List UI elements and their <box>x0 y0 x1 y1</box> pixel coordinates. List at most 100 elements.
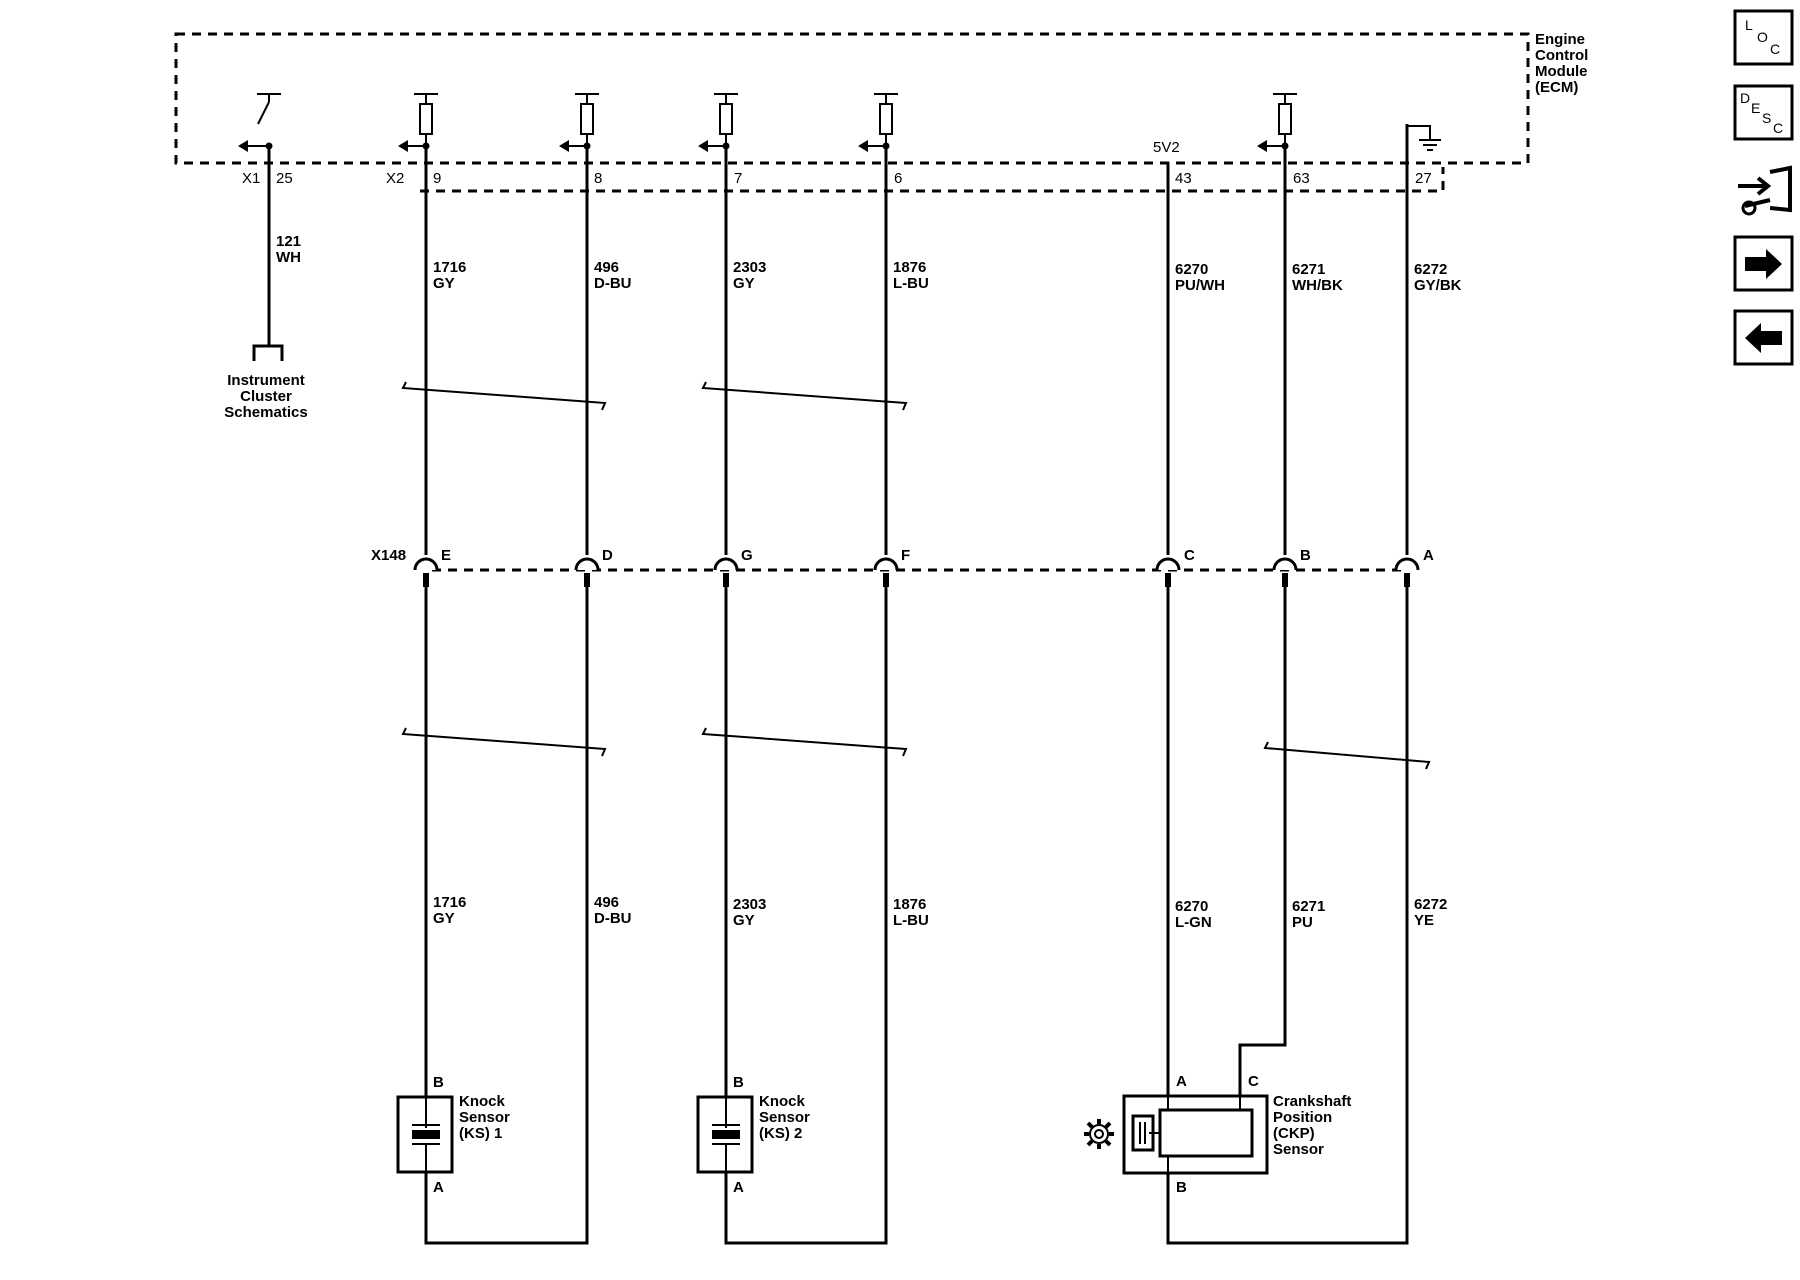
wire-6272-upper-circuit: 6272 <box>1414 261 1447 278</box>
desc-letter-e: E <box>1751 100 1760 116</box>
desc-letter-s: S <box>1762 110 1771 126</box>
pin-8-label: 8 <box>594 170 602 187</box>
x148-pin-a: A <box>1423 547 1434 564</box>
wire-496-upper-circuit: 496 <box>594 259 619 276</box>
ckp-label-line1: Crankshaft <box>1273 1093 1351 1110</box>
wire-1876-upper-circuit: 1876 <box>893 259 926 276</box>
wire-1876-lower-color: L-BU <box>893 912 929 929</box>
loc-letter-o: O <box>1757 29 1768 45</box>
ckp-pin-a: A <box>1176 1073 1187 1090</box>
wire-1876-upper-color: L-BU <box>893 275 929 292</box>
ks2-label-line3: (KS) 2 <box>759 1125 802 1142</box>
twist-marker-ks2-lower <box>701 727 908 757</box>
ks2-pin-a: A <box>733 1179 744 1196</box>
ckp-label-line4: Sensor <box>1273 1141 1324 1158</box>
ecm-pullup-resistor <box>858 93 898 152</box>
x148-pin-g: G <box>741 547 753 564</box>
pin-6-label: 6 <box>894 170 902 187</box>
wire-1876-lower-circuit: 1876 <box>893 896 926 913</box>
ks1-label-line1: Knock <box>459 1093 506 1110</box>
navigation-toolbar: L O C D E S C <box>1733 9 1794 366</box>
x148-terminal <box>1272 557 1298 587</box>
ks1-pin-b: B <box>433 1074 444 1091</box>
twist-marker-ks1-upper <box>401 381 607 411</box>
wire-6272-upper-color: GY/BK <box>1414 277 1462 294</box>
lower-wires <box>424 587 1409 1245</box>
wire-2303-upper-circuit: 2303 <box>733 259 766 276</box>
wire-6270-lower-color: L-GN <box>1175 914 1212 931</box>
ckp-label-line3: (CKP) <box>1273 1125 1315 1142</box>
location-button[interactable]: L O C <box>1733 9 1794 66</box>
pin-43-label: 43 <box>1175 170 1192 187</box>
desc-letter-c: C <box>1773 120 1783 136</box>
upper-wire-labels: 121 WH 1716 GY 496 D-BU 2303 GY 1876 L-B… <box>276 233 1462 294</box>
ecm-pullup-resistor <box>398 93 438 152</box>
wire-121-circuit: 121 <box>276 233 301 250</box>
wire-496-lower-color: D-BU <box>594 910 632 927</box>
arrow-right-icon <box>1745 249 1782 279</box>
wire-121-color: WH <box>276 249 301 266</box>
x148-pin-e: E <box>441 547 451 564</box>
description-button[interactable]: D E S C <box>1733 84 1794 141</box>
wire-6272-lower <box>1166 587 1409 1245</box>
wire-6272-lower-color: YE <box>1414 912 1434 929</box>
x2-connector-outline <box>420 167 1445 193</box>
ckp-pin-c: C <box>1248 1073 1259 1090</box>
next-page-button[interactable] <box>1733 235 1794 292</box>
connector-x148-label: X148 <box>371 547 406 564</box>
wire-6271-lower <box>1238 587 1287 1110</box>
wire-6270-lower-circuit: 6270 <box>1175 898 1208 915</box>
pin-7-label: 7 <box>734 170 742 187</box>
wire-496-upper-color: D-BU <box>594 275 632 292</box>
previous-page-button[interactable] <box>1733 309 1794 366</box>
pin-9-label: 9 <box>433 170 441 187</box>
instrument-cluster-line2: Cluster <box>240 388 292 405</box>
wire-496-lower-circuit: 496 <box>594 894 619 911</box>
ecm-pin-labels: X1 25 X2 9 8 7 6 5V2 43 63 27 <box>242 139 1432 187</box>
wire-6271-upper-circuit: 6271 <box>1292 261 1325 278</box>
wire-6270-upper-color: PU/WH <box>1175 277 1225 294</box>
wire-496-lower <box>424 587 589 1245</box>
supply-5v2-label: 5V2 <box>1153 139 1180 156</box>
ecm-label-line4: (ECM) <box>1535 79 1578 96</box>
desc-letter-d: D <box>1740 90 1750 106</box>
ks2-label-line1: Knock <box>759 1093 806 1110</box>
x148-terminal <box>1394 557 1420 587</box>
ecm-label-line1: Engine <box>1535 31 1585 48</box>
connector-swap-icon[interactable] <box>1738 165 1792 216</box>
ecm-internal-switch <box>238 93 281 152</box>
ecm-internal-ground <box>1406 124 1441 151</box>
wire-1716-lower-circuit: 1716 <box>433 894 466 911</box>
ecm-pullup-resistor <box>1257 93 1297 152</box>
ckp-label-line2: Position <box>1273 1109 1332 1126</box>
x148-pin-labels: E D G F C B A <box>441 547 1434 564</box>
wire-6272-lower-circuit: 6272 <box>1414 896 1447 913</box>
reluctor-wheel-icon <box>1084 1119 1114 1149</box>
wire-2303-lower-color: GY <box>733 912 755 929</box>
wire-2303-upper-color: GY <box>733 275 755 292</box>
knock-sensor-2: B A Knock Sensor (KS) 2 <box>696 1074 810 1196</box>
twist-marker-ks1-lower <box>401 727 607 757</box>
loc-letter-l: L <box>1745 17 1753 33</box>
x148-terminal <box>1155 557 1181 587</box>
x148-terminal <box>574 557 600 587</box>
wire-2303-lower-circuit: 2303 <box>733 896 766 913</box>
twisted-pair-markers <box>401 381 1431 770</box>
knock-sensor-1: B A Knock Sensor (KS) 1 <box>396 1074 510 1196</box>
upper-wires <box>267 124 1409 555</box>
crankshaft-position-sensor: A C B Crankshaft Position (CKP) Sensor <box>1084 1073 1351 1196</box>
x148-pin-f: F <box>901 547 910 564</box>
x148-connector-pins <box>413 557 1420 587</box>
wire-6271-lower-circuit: 6271 <box>1292 898 1325 915</box>
instrument-cluster-line1: Instrument <box>227 372 305 389</box>
loc-letter-c: C <box>1770 41 1780 57</box>
wire-6271-upper-color: WH/BK <box>1292 277 1343 294</box>
connector-x2-label: X2 <box>386 170 404 187</box>
connector-x1-label: X1 <box>242 170 260 187</box>
wire-1716-lower-color: GY <box>433 910 455 927</box>
wire-1716-upper-color: GY <box>433 275 455 292</box>
ecm-pullup-resistor <box>698 93 738 152</box>
ecm-module: Engine Control Module (ECM) <box>174 31 1588 165</box>
ckp-pin-b: B <box>1176 1179 1187 1196</box>
